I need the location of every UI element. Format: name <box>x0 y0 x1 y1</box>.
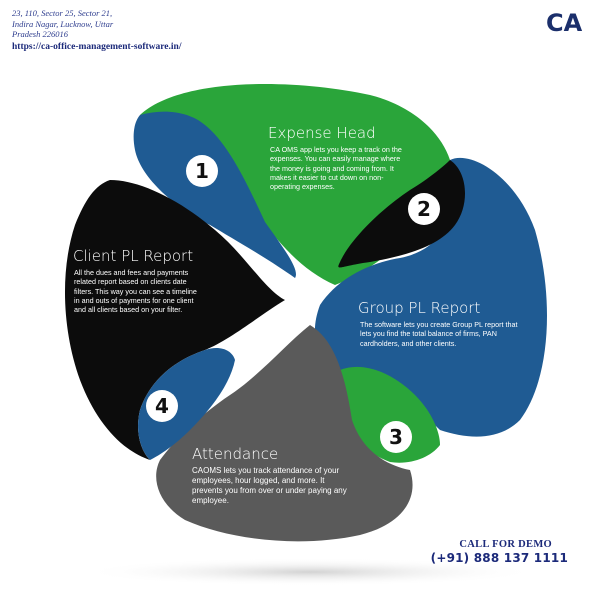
petal-group-pl <box>314 157 547 437</box>
address-block: 23, 110, Sector 25, Sector 21, Indira Na… <box>12 8 212 40</box>
petal-attendance-inner <box>340 366 440 463</box>
floor-shadow <box>80 558 540 586</box>
petal-attendance <box>156 325 413 542</box>
group-pl-body: The software lets you create Group PL re… <box>360 320 518 348</box>
demo-phone-number[interactable]: (+91) 888 137 1111 <box>430 551 568 565</box>
address-line: Pradesh 226016 <box>12 29 68 39</box>
group-pl-title: Group PL Report <box>358 299 481 317</box>
expense-head-body: CA OMS app lets you keep a track on the … <box>270 145 402 192</box>
petal-expense-inner <box>133 111 296 278</box>
call-for-demo-label: CALL FOR DEMO <box>459 539 552 550</box>
ca-logo: CA <box>546 9 583 36</box>
expense-head-title: Expense Head <box>268 124 376 142</box>
step-3-badge: 3 <box>380 421 412 453</box>
website-link[interactable]: https://ca-office-management-software.in… <box>12 42 182 52</box>
client-pl-body: All the dues and fees and payments relat… <box>74 268 197 315</box>
logo-text: CA <box>546 9 583 36</box>
client-pl-title: Client PL Report <box>73 247 194 265</box>
petal-client-inner <box>138 348 235 460</box>
step-4-badge: 4 <box>146 390 178 422</box>
petal-group-inner <box>338 160 466 268</box>
attendance-title: Attendance <box>192 445 279 463</box>
step-1-badge: 1 <box>186 155 218 187</box>
step-2-badge: 2 <box>408 193 440 225</box>
address-line: Indira Nagar, Lucknow, Uttar <box>12 18 114 29</box>
petal-client-pl <box>64 180 285 460</box>
address-line: 23, 110, Sector 25, Sector 21, <box>12 8 113 18</box>
attendance-body: CAOMS lets you track attendance of your … <box>192 466 347 505</box>
